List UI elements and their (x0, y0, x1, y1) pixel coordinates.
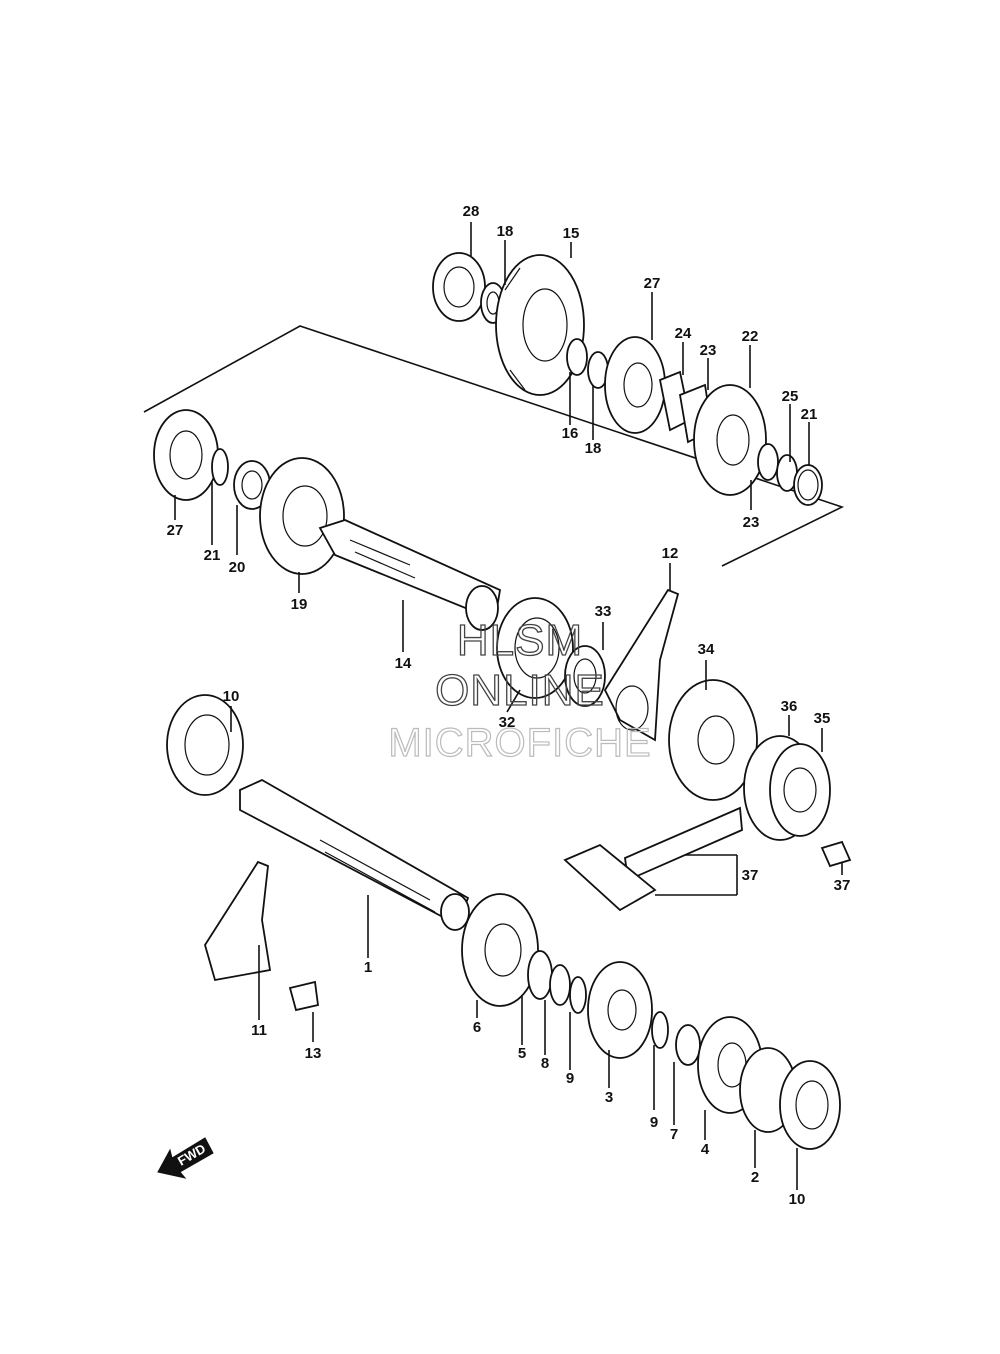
callout: 4 (701, 1141, 710, 1158)
callout: 11 (251, 1022, 267, 1039)
watermark: HLSM ONLINE MICROFICHE (388, 615, 652, 765)
callout-labels: 28 18 15 27 24 23 22 25 21 16 18 23 27 2… (167, 203, 851, 1208)
callout: 5 (518, 1045, 526, 1062)
leader-lines (174, 222, 843, 1190)
part-33-hub (769, 743, 831, 837)
part-27-gear (153, 409, 219, 501)
callout: 15 (563, 225, 580, 242)
callout: 14 (395, 655, 412, 672)
callout: 13 (305, 1045, 322, 1062)
callout: 24 (675, 325, 692, 342)
callout: 33 (595, 603, 612, 620)
part-23-washer (757, 443, 779, 481)
callout: 10 (789, 1191, 806, 1208)
part-21-circlip-right (793, 464, 823, 506)
callout: 18 (585, 440, 602, 457)
callout: 37 (834, 877, 851, 894)
part-17-bushing (566, 338, 588, 376)
callout: 2 (751, 1169, 759, 1186)
watermark-line1: HLSM (457, 616, 583, 665)
callout: 1 (364, 959, 372, 976)
part-16-gear (495, 254, 585, 396)
part-13-plate (603, 588, 680, 742)
part-7-washer (675, 1024, 701, 1066)
callout: 35 (814, 710, 831, 727)
group-frame (143, 325, 845, 567)
callout: 10 (223, 688, 240, 705)
callout: 32 (499, 714, 516, 731)
callout: 25 (782, 388, 799, 405)
callout: 20 (229, 559, 246, 576)
callout: 7 (670, 1126, 678, 1143)
part-5-bushing (527, 950, 553, 1000)
part-36-chain (624, 806, 743, 882)
callout: 37 (742, 867, 759, 884)
callout: 22 (742, 328, 759, 345)
watermark-line3: MICROFICHE (388, 721, 651, 765)
fwd-arrow-icon: FWD (157, 1137, 214, 1179)
callout: 18 (497, 223, 514, 240)
part-28-gear (604, 336, 666, 434)
part-32-sprocket (668, 679, 758, 801)
callout: 36 (781, 698, 798, 715)
callout: 23 (743, 514, 760, 531)
part-11-bearing (779, 1060, 841, 1150)
part-22-gear (693, 384, 767, 496)
callout: 8 (541, 1055, 549, 1072)
part-1-driveshaft (239, 778, 470, 931)
callout: 16 (562, 425, 579, 442)
callout: 6 (473, 1019, 481, 1036)
part-10-bearing (166, 694, 244, 796)
part-9-circlip-a (569, 976, 587, 1014)
part-14-bolt (288, 980, 319, 1012)
part-37-joint (563, 843, 657, 912)
part-6-gear (461, 893, 539, 1007)
part-21-circlip-left (211, 448, 229, 486)
part-3-gear (587, 961, 653, 1059)
part-31-seal (564, 645, 606, 707)
part-8-washer (549, 964, 571, 1006)
part-12-plate (204, 860, 272, 982)
callout: 3 (605, 1089, 613, 1106)
callout: 28 (463, 203, 480, 220)
callout: 27 (644, 275, 661, 292)
callout: 19 (291, 596, 308, 613)
part-30-bearing (496, 597, 574, 699)
part-19-gear (259, 457, 345, 575)
callout: 34 (698, 641, 715, 658)
callout: 12 (662, 545, 679, 562)
part-9-circlip-b (651, 1011, 669, 1049)
callout: 21 (204, 547, 221, 564)
part-15-countershaft (318, 519, 502, 631)
part-29-bearing (432, 252, 486, 322)
callout: 27 (167, 522, 184, 539)
part-35-bolt (820, 840, 852, 868)
callout: 23 (700, 342, 717, 359)
watermark-line2: ONLINE (435, 666, 605, 715)
callout: 21 (801, 406, 818, 423)
callout: 9 (650, 1114, 658, 1131)
callout: 9 (566, 1070, 574, 1087)
